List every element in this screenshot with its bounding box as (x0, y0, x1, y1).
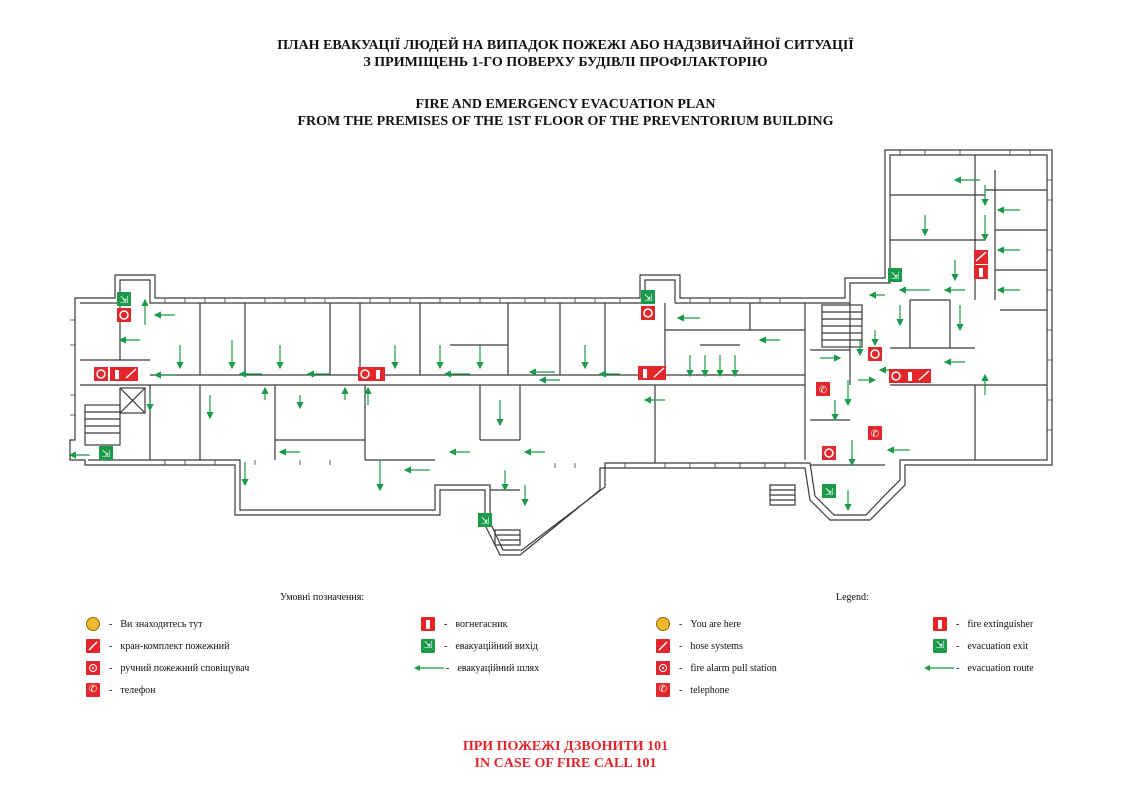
title-english: FIRE AND EMERGENCY EVACUATION PLAN FROM … (0, 96, 1131, 130)
fire-alarm-icon (822, 446, 836, 460)
windows (70, 150, 1052, 468)
hose-system-icon (85, 638, 101, 654)
telephone-icon: ✆ (868, 426, 882, 440)
emergency-call-uk: ПРИ ПОЖЕЖІ ДЗВОНИТИ 101 (462, 739, 669, 754)
fire-extinguisher-icon (932, 616, 948, 632)
title-ukrainian: ПЛАН ЕВАКУАЦІЇ ЛЮДЕЙ НА ВИПАДОК ПОЖЕЖІ А… (0, 37, 1131, 71)
fire-extinguisher-icon (638, 366, 652, 380)
evacuation-exit-icon: ⇲ (932, 638, 948, 654)
fire-extinguisher-icon (903, 369, 917, 383)
fire-alarm-icon (868, 347, 882, 361)
emergency-call-en: IN CASE OF FIRE CALL 101 (474, 756, 657, 771)
hose-system-icon (974, 250, 988, 264)
hose-system-icon (655, 638, 671, 654)
evacuation-exit-icon: ⇲ (99, 446, 113, 460)
legend-en-hose: - hose systems (655, 638, 743, 654)
legend-heading-en: Legend: (836, 592, 869, 603)
legend-en-extinguisher: - fire extinguisher (932, 616, 1033, 632)
svg-text:✆: ✆ (819, 385, 827, 396)
hose-system-icon (652, 366, 666, 380)
legend-uk-hose: - кран-комплект пожежний (85, 638, 229, 654)
evacuation-exit-icon: ⇲ (117, 292, 131, 306)
svg-text:⇲: ⇲ (825, 487, 834, 498)
legend-uk-extinguisher: - вогнегасник (420, 616, 507, 632)
legend-uk-you-are-here: - Ви знаходитесь тут (85, 616, 203, 632)
svg-text:⇲: ⇲ (120, 295, 129, 306)
legend-uk-exit: ⇲ - евакуаційний вихід (420, 638, 538, 654)
fire-alarm-icon (85, 660, 101, 676)
telephone-icon: ✆ (655, 682, 671, 698)
legend-en-alarm: - fire alarm pull station (655, 660, 777, 676)
evacuation-route-icon (414, 665, 444, 671)
svg-text:⇲: ⇲ (481, 516, 490, 527)
evacuation-exit-icon: ⇲ (641, 290, 655, 304)
fire-alarm-icon (889, 369, 903, 383)
telephone-icon: ✆ (85, 682, 101, 698)
evacuation-exit-icon: ⇲ (822, 484, 836, 498)
evacuation-exit-icon: ⇲ (420, 638, 436, 654)
legend-uk-telephone: ✆ - телефон (85, 682, 156, 698)
building-walls (69, 149, 1053, 556)
legend-en-route: - evacuation route (922, 660, 1034, 676)
fire-extinguisher-icon (371, 367, 385, 381)
plan-signs: ⇲ ⇲ ⇲ ⇲ ⇲ ✆ ✆ ⇲ (94, 250, 988, 527)
floor-plan: ⇲ ⇲ ⇲ ⇲ ⇲ ✆ ✆ ⇲ (68, 149, 1053, 556)
svg-text:⇲: ⇲ (102, 449, 111, 460)
evacuation-route-icon (924, 665, 954, 671)
evacuation-exit-icon: ⇲ (888, 268, 902, 282)
legend-en-telephone: ✆ - telephone (655, 682, 729, 698)
fire-alarm-icon (655, 660, 671, 676)
fire-extinguisher-icon (974, 265, 988, 279)
svg-text:⇲: ⇲ (644, 293, 653, 304)
fire-alarm-icon (358, 367, 372, 381)
fire-extinguisher-icon (420, 616, 436, 632)
title-uk-line2: З ПРИМІЩЕНЬ 1-ГО ПОВЕРХУ БУДІВЛІ ПРОФІЛА… (363, 55, 768, 70)
hose-system-icon (124, 367, 138, 381)
hose-system-icon (917, 369, 931, 383)
emergency-call-notice: ПРИ ПОЖЕЖІ ДЗВОНИТИ 101 IN CASE OF FIRE … (0, 738, 1131, 772)
legend-uk-alarm: - ручний пожежний сповіщувач (85, 660, 249, 676)
svg-text:⇲: ⇲ (891, 271, 900, 282)
fire-extinguisher-icon (110, 367, 124, 381)
you-are-here-icon (85, 616, 101, 632)
title-uk-line1: ПЛАН ЕВАКУАЦІЇ ЛЮДЕЙ НА ВИПАДОК ПОЖЕЖІ А… (277, 38, 854, 53)
fire-alarm-icon (117, 308, 131, 322)
svg-text:✆: ✆ (871, 429, 879, 440)
title-en-line1: FIRE AND EMERGENCY EVACUATION PLAN (415, 97, 716, 112)
legend-en-exit: ⇲ - evacuation exit (932, 638, 1028, 654)
legend-uk-route: - евакуаційний шлях (412, 660, 539, 676)
you-are-here-icon (655, 616, 671, 632)
fire-alarm-icon (94, 367, 108, 381)
fire-alarm-icon (641, 306, 655, 320)
title-en-line2: FROM THE PREMISES OF THE 1ST FLOOR OF TH… (297, 114, 834, 129)
evacuation-exit-icon: ⇲ (478, 513, 492, 527)
legend-heading-uk: Умовні позначення: (280, 592, 365, 603)
telephone-icon: ✆ (816, 382, 830, 396)
legend-en-you-are-here: - You are here (655, 616, 741, 632)
